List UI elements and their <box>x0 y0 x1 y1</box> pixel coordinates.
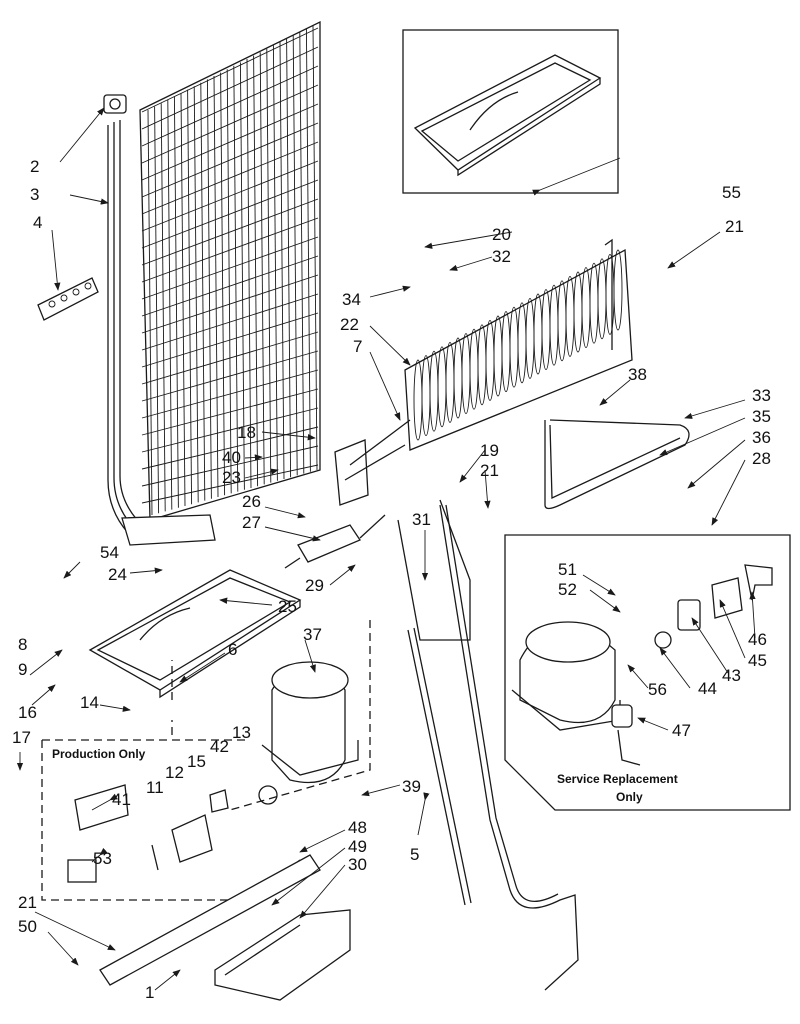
callout-43: 43 <box>722 666 741 685</box>
callout-39: 39 <box>402 777 421 796</box>
heat-exchanger-tube <box>544 419 690 510</box>
process-tube <box>439 504 579 991</box>
callout-21: 21 <box>18 893 37 912</box>
callout-1: 1 <box>145 983 154 1002</box>
service-replacement-caption-line2: Only <box>616 790 643 804</box>
callout-34: 34 <box>342 290 361 309</box>
callout-42: 42 <box>210 737 229 756</box>
callout-56: 56 <box>648 680 667 699</box>
callout-29: 29 <box>305 576 324 595</box>
service-replacement-caption: Service Replacement <box>557 772 678 786</box>
drain-pan <box>88 569 302 699</box>
callout-20: 20 <box>492 225 511 244</box>
callout-13: 13 <box>232 723 251 742</box>
callout-32: 32 <box>492 247 511 266</box>
callout-35: 35 <box>752 407 771 426</box>
callout-33: 33 <box>752 386 771 405</box>
callout-23: 23 <box>222 468 241 487</box>
callout-11: 11 <box>146 778 164 797</box>
defrost-drain-tube <box>407 627 472 906</box>
callout-54: 54 <box>100 543 119 562</box>
tube-clamp-strip <box>37 277 99 321</box>
capillary-tube <box>397 499 471 641</box>
leader-lines <box>16 107 756 991</box>
callout-47: 47 <box>672 721 691 740</box>
callout-53: 53 <box>93 849 112 868</box>
callout-36: 36 <box>752 428 771 447</box>
callout-labels: 1 2 3 4 5 6 7 8 9 11 12 13 14 15 16 17 1… <box>12 157 771 1002</box>
condenser-clip <box>103 94 127 114</box>
callout-18: 18 <box>237 423 256 442</box>
callout-46: 46 <box>748 630 767 649</box>
callout-8: 8 <box>18 635 27 654</box>
callout-21: 21 <box>725 217 744 236</box>
callout-2: 2 <box>30 157 39 176</box>
condenser-coil <box>107 20 321 546</box>
service-replacement-inset <box>504 534 791 811</box>
callout-41: 41 <box>112 790 131 809</box>
callout-31: 31 <box>412 510 431 529</box>
callout-52: 52 <box>558 580 577 599</box>
callout-26: 26 <box>242 492 261 511</box>
callout-12: 12 <box>165 763 184 782</box>
mounting-bracket <box>99 854 351 1001</box>
callout-22: 22 <box>340 315 359 334</box>
callout-55: 55 <box>722 183 741 202</box>
callout-49: 49 <box>348 837 367 856</box>
callout-44: 44 <box>698 679 717 698</box>
callout-37: 37 <box>303 625 322 644</box>
drain-pan-inset <box>402 29 619 194</box>
callout-38: 38 <box>628 365 647 384</box>
callout-21: 21 <box>480 461 499 480</box>
callout-48: 48 <box>348 818 367 837</box>
filter-drier <box>284 514 386 569</box>
callout-30: 30 <box>348 855 367 874</box>
compressor <box>261 661 359 784</box>
callout-14: 14 <box>80 693 99 712</box>
production-only-caption: Production Only <box>52 747 146 761</box>
suction-line-bracket <box>334 419 411 506</box>
callout-24: 24 <box>108 565 127 584</box>
callout-5: 5 <box>410 845 419 864</box>
callout-28: 28 <box>752 449 771 468</box>
callout-17: 17 <box>12 728 31 747</box>
callout-9: 9 <box>18 660 27 679</box>
callout-40: 40 <box>222 448 241 467</box>
callout-25: 25 <box>278 597 297 616</box>
production-only-box <box>41 739 301 901</box>
callout-50: 50 <box>18 917 37 936</box>
callout-7: 7 <box>353 337 362 356</box>
callout-16: 16 <box>18 703 37 722</box>
callout-51: 51 <box>558 560 577 579</box>
callout-4: 4 <box>33 213 42 232</box>
callout-3: 3 <box>30 185 39 204</box>
callout-27: 27 <box>242 513 261 532</box>
callout-6: 6 <box>228 640 237 659</box>
evaporator-coil <box>404 238 633 451</box>
callout-15: 15 <box>187 752 206 771</box>
callout-45: 45 <box>748 651 767 670</box>
callout-19: 19 <box>480 441 499 460</box>
